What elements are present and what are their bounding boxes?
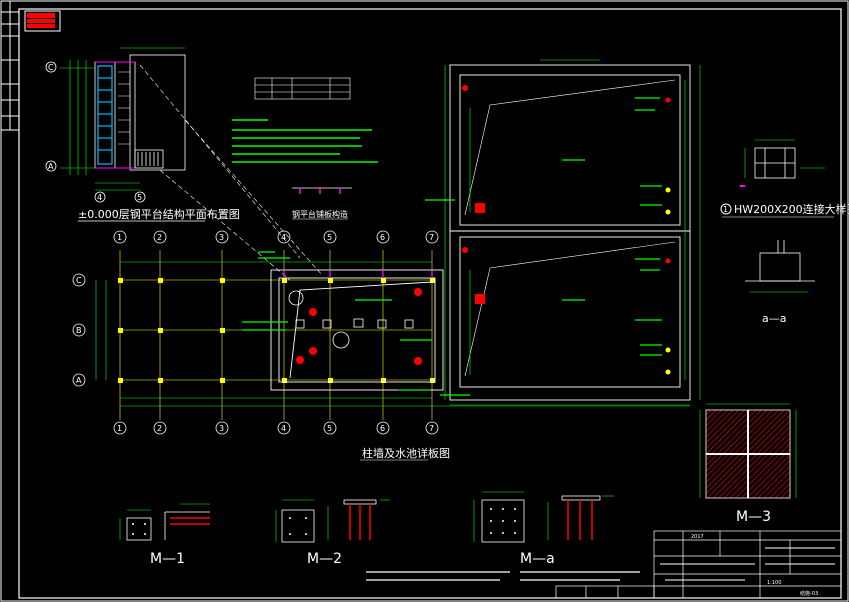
notes-block bbox=[232, 119, 378, 163]
section-a-a: a—a bbox=[745, 240, 815, 325]
bottom-notes bbox=[366, 571, 640, 581]
logo-block bbox=[24, 10, 61, 32]
axis-col-2-bottom: 2 bbox=[157, 424, 162, 433]
title-block bbox=[555, 530, 842, 599]
main-plan: 1 2 3 4 5 6 7 1 2 3 4 5 6 7 C B A 柱墙及水池详… bbox=[72, 230, 690, 461]
axis-col-4-top: 4 bbox=[281, 233, 286, 242]
tank-plans bbox=[425, 59, 701, 406]
platform-detail-title: 钢平台铺板构造 bbox=[292, 209, 348, 219]
axis-col-5-bottom: 5 bbox=[327, 424, 332, 433]
column-joint-tag: 1 bbox=[723, 205, 728, 214]
axis-col-4-bottom: 4 bbox=[281, 424, 286, 433]
axis-row-b: B bbox=[76, 326, 82, 335]
m3-title: M—3 bbox=[736, 509, 771, 525]
axis-col-5-top: 5 bbox=[327, 233, 332, 242]
axis-col-7-bottom: 7 bbox=[429, 424, 434, 433]
axis-col-1-bottom: 1 bbox=[117, 424, 122, 433]
m2-detail: M—2 bbox=[275, 499, 390, 567]
upper-plan-row-a: A bbox=[48, 162, 54, 171]
column-joint-title: HW200X200连接大样图 bbox=[734, 202, 849, 216]
title-block-sheet: 结施-03 bbox=[800, 590, 818, 597]
m1-title: M—1 bbox=[150, 551, 185, 567]
axis-col-3-bottom: 3 bbox=[219, 424, 224, 433]
axis-col-6-top: 6 bbox=[380, 233, 385, 242]
leader-dashes bbox=[139, 64, 323, 281]
axis-col-1-top: 1 bbox=[117, 233, 122, 242]
ma-detail: M—a bbox=[473, 491, 614, 567]
platform-detail: 钢平台铺板构造 bbox=[292, 187, 352, 220]
axis-col-7-top: 7 bbox=[429, 233, 434, 242]
upper-plan-title: ±0.000层钢平台结构平面布置图 bbox=[78, 207, 240, 221]
title-block-fills bbox=[660, 547, 835, 581]
m2-title: M—2 bbox=[307, 551, 342, 567]
title-block-scale: 1:100 bbox=[767, 580, 781, 586]
upper-plan-col-5: 5 bbox=[137, 193, 142, 202]
upper-plan: C A 4 5 ±0.000层钢平台结构平面布置图 bbox=[45, 47, 240, 222]
title-block-year: 2017 bbox=[691, 534, 704, 540]
m3-plate: M—3 bbox=[699, 403, 797, 525]
axis-col-3-top: 3 bbox=[219, 233, 224, 242]
axis-col-6-bottom: 6 bbox=[380, 424, 385, 433]
axis-row-a: A bbox=[76, 376, 82, 385]
main-plan-title: 柱墙及水池详板图 bbox=[362, 446, 450, 460]
ma-title: M—a bbox=[520, 551, 555, 567]
axis-row-c: C bbox=[76, 276, 82, 285]
axis-col-2-top: 2 bbox=[157, 233, 162, 242]
column-joint-detail: 1 HW200X200连接大样图 bbox=[720, 139, 849, 218]
upper-plan-row-c: C bbox=[48, 63, 54, 72]
upper-plan-col-4: 4 bbox=[97, 193, 102, 202]
member-table bbox=[254, 77, 351, 100]
m1-detail: M—1 bbox=[119, 503, 210, 567]
section-a-title: a—a bbox=[762, 312, 786, 325]
